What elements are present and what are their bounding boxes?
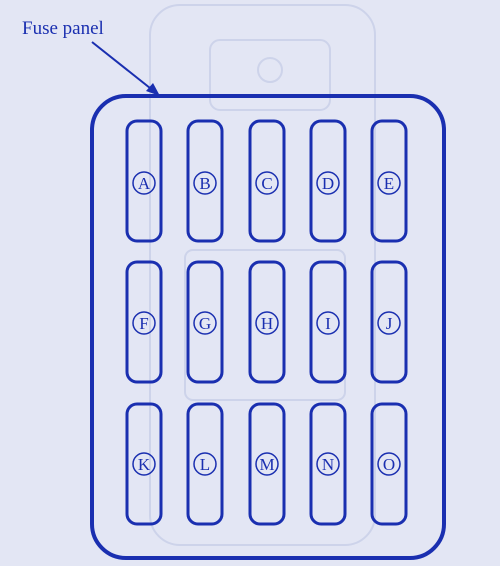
fuse-slot-d: D — [309, 119, 347, 243]
fuse-slot-outline — [248, 260, 286, 384]
fuse-slot-m: M — [248, 402, 286, 526]
fuse-slot-outline — [186, 402, 224, 526]
fuse-letter-circle — [316, 452, 340, 476]
fuse-letter-h: H — [261, 314, 273, 333]
fuse-slot-f: F — [125, 260, 163, 384]
fuse-panel-label: Fuse panel — [22, 18, 104, 39]
fuse-slot-k: K — [125, 402, 163, 526]
fuse-letter-c: C — [261, 174, 272, 193]
fuse-slot-j: J — [370, 260, 408, 384]
fuse-letter-circle — [132, 171, 156, 195]
fuse-slot-n: N — [309, 402, 347, 526]
fuse-panel-outline — [90, 94, 446, 560]
fuse-letter-circle — [193, 452, 217, 476]
fuse-slot-h: H — [248, 260, 286, 384]
fuse-slot-outline — [125, 402, 163, 526]
fuse-letter-circle — [377, 171, 401, 195]
fuse-slot-outline — [125, 260, 163, 384]
fuse-letter-b: B — [199, 174, 210, 193]
fuse-letter-j: J — [386, 314, 393, 333]
fuse-letter-circle — [132, 311, 156, 335]
fuse-letter-f: F — [139, 314, 148, 333]
fuse-letter-circle — [377, 311, 401, 335]
fuse-slot-outline — [248, 119, 286, 243]
fuse-letter-circle — [316, 311, 340, 335]
fuse-letter-circle — [377, 452, 401, 476]
fuse-slot-outline — [309, 260, 347, 384]
fuse-letter-circle — [193, 311, 217, 335]
fuse-letter-k: K — [138, 455, 151, 474]
fuse-slot-outline — [186, 260, 224, 384]
fuse-slot-o: O — [370, 402, 408, 526]
fuse-slot-outline — [186, 119, 224, 243]
fuse-letter-l: L — [200, 455, 210, 474]
fuse-slot-l: L — [186, 402, 224, 526]
fuse-letter-g: G — [199, 314, 211, 333]
fuse-letter-circle — [255, 452, 279, 476]
fuse-slot-outline — [370, 119, 408, 243]
fuse-slot-outline — [309, 119, 347, 243]
fuse-slot-i: I — [309, 260, 347, 384]
leader-arrow — [91, 41, 160, 96]
fuse-letter-circle — [255, 311, 279, 335]
fuse-letter-circle — [193, 171, 217, 195]
fuse-letter-i: I — [325, 314, 331, 333]
fuse-slot-g: G — [186, 260, 224, 384]
fuse-letter-circle — [316, 171, 340, 195]
fuse-letter-circle — [255, 171, 279, 195]
fuse-slot-b: B — [186, 119, 224, 243]
fuse-letter-e: E — [384, 174, 394, 193]
fuse-letter-m: M — [259, 455, 274, 474]
fuse-slot-outline — [370, 260, 408, 384]
fuse-slot-outline — [309, 402, 347, 526]
fuse-slot-outline — [370, 402, 408, 526]
fuse-letter-n: N — [322, 455, 334, 474]
fuse-letter-o: O — [383, 455, 395, 474]
fuse-letter-a: A — [138, 174, 151, 193]
fuse-slot-outline — [125, 119, 163, 243]
fuse-slot-a: A — [125, 119, 163, 243]
fuse-letter-circle — [132, 452, 156, 476]
fuse-grid: A B C D E F G H I J K L M N O — [125, 119, 408, 526]
fuse-letter-d: D — [322, 174, 334, 193]
fuse-slot-outline — [248, 402, 286, 526]
fuse-slot-c: C — [248, 119, 286, 243]
fuse-slot-e: E — [370, 119, 408, 243]
